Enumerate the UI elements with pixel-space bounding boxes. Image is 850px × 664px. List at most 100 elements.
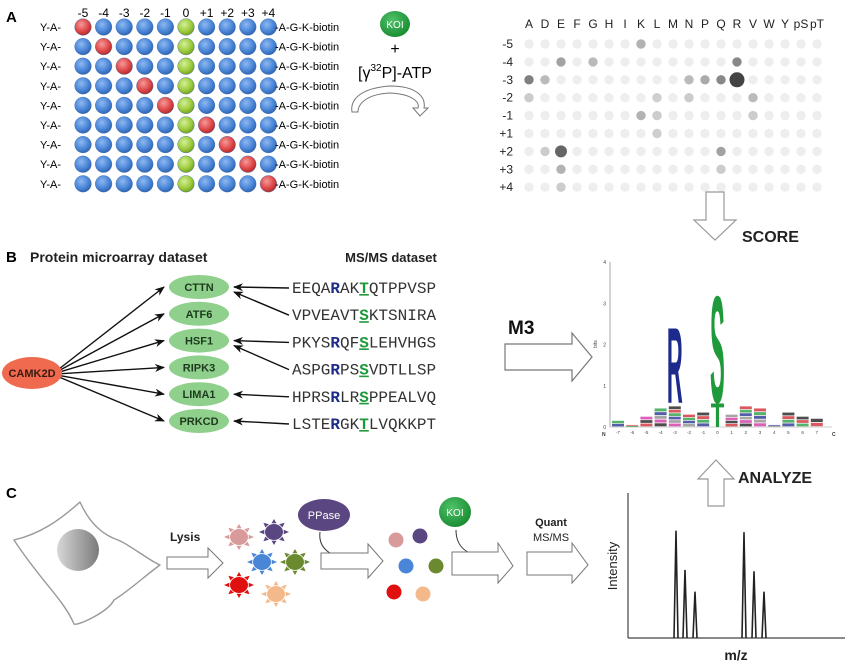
array-spot: [604, 93, 614, 103]
residue-default: [218, 155, 236, 173]
array-spot: [700, 110, 710, 121]
residue-default: [136, 116, 154, 134]
logo-minor-residue: [683, 414, 695, 418]
residue-default: [115, 18, 133, 36]
array-spot: [796, 164, 806, 174]
logo-minor-residue: [810, 422, 823, 427]
array-spot: [540, 57, 550, 67]
logo-y-label: bits: [593, 340, 599, 348]
residue-default: [218, 38, 236, 56]
array-spot: [812, 75, 822, 85]
peptide-suffix: -A-G-K-biotin: [275, 22, 339, 34]
logo-minor-residue: [739, 406, 752, 410]
array-spot: [796, 39, 806, 49]
residue-default: [198, 96, 216, 114]
array-spot: [700, 164, 710, 174]
peptide-prefix: Y-A-: [40, 61, 61, 73]
array-spot: [780, 146, 790, 157]
peptide-row: Y-A--A-G-K-biotin: [40, 136, 339, 154]
residue-default: [115, 116, 133, 134]
peptide-prefix: Y-A-: [40, 22, 61, 34]
array-spot: [764, 57, 774, 67]
logo-minor-residue: [654, 412, 667, 416]
grid-row-label: -1: [502, 109, 513, 123]
logo-y-tick: 3: [603, 301, 606, 307]
array-spot: [700, 182, 710, 192]
residue-default: [198, 136, 216, 154]
residue-central: [177, 38, 195, 56]
sequence-substrate-edge: [233, 291, 290, 316]
grid-column-label: L: [654, 17, 661, 31]
logo-minor-residue: [683, 420, 695, 424]
residue-default: [156, 136, 174, 154]
logo-x-tick: -6: [630, 430, 634, 435]
substrate-node-label: LIMA1: [183, 389, 216, 401]
array-spot: [780, 128, 790, 139]
protein-body: [286, 554, 304, 570]
array-spot: [716, 110, 726, 121]
array-spot: [780, 110, 790, 121]
array-spot: [636, 146, 646, 157]
array-spot: [780, 93, 790, 103]
phosphate-spike: [251, 566, 257, 572]
substrate-node: [169, 382, 229, 407]
ppase-label: PPase: [308, 510, 340, 522]
m3-label: M3: [508, 318, 534, 339]
array-spot: [555, 145, 567, 158]
residue-varied: [239, 155, 257, 173]
array-spot: [668, 57, 678, 67]
array-spot: [540, 128, 550, 139]
array-spot: [636, 39, 646, 49]
phosphate-spike: [244, 589, 250, 595]
array-spot: [748, 75, 758, 85]
logo-minor-residue: [725, 414, 738, 418]
substrate-node-label: PRKCD: [179, 416, 218, 428]
position-label: 0: [183, 6, 190, 20]
array-spot: [524, 128, 534, 139]
sequence-arginine: R: [330, 416, 340, 434]
phosphate-spike: [284, 552, 290, 558]
peptide-row: Y-A--A-G-K-biotin: [40, 77, 339, 95]
array-spot: [732, 164, 742, 174]
array-spot: [796, 146, 806, 157]
array-spot: [620, 93, 630, 103]
grid-column-label: Q: [716, 17, 725, 31]
kinase-node-label: CAMK2D: [8, 368, 55, 380]
residue-central: [177, 175, 195, 193]
kinase-koi-label-c: KOI: [446, 508, 463, 519]
logo-minor-residue: [754, 419, 766, 423]
panel-letter-c: C: [6, 485, 17, 502]
phosphorylated-proteins: [224, 519, 310, 607]
logo-minor-residue: [782, 423, 795, 427]
logo-y-tick: 0: [603, 425, 606, 431]
grid-column-label: V: [749, 17, 757, 31]
logo-minor-residue: [697, 419, 710, 423]
residue-default: [95, 116, 113, 134]
logo-minor-residue: [668, 416, 681, 420]
residue-varied: [115, 57, 133, 75]
array-spot: [764, 39, 774, 49]
peptide-library: Y-A--A-G-K-biotinY-A--A-G-K-biotinY-A--A…: [40, 18, 339, 193]
kinase-koi-label: KOI: [386, 20, 403, 31]
residue-default: [74, 96, 92, 114]
array-spot: [524, 93, 534, 103]
sequence-part: EEQA: [292, 280, 331, 298]
residue-central: [177, 136, 195, 154]
logo-minor-residue: [626, 425, 639, 427]
array-spot: [684, 39, 694, 49]
array-spot: [524, 75, 534, 85]
sequence-phosphosite: S: [359, 334, 369, 352]
analyze-label: ANALYZE: [738, 470, 812, 487]
grid-column-label: pS: [794, 17, 809, 31]
array-spot: [716, 164, 726, 174]
sequence-substrate-edge: [233, 283, 290, 292]
array-spot: [780, 164, 790, 174]
array-spot: [764, 128, 774, 139]
array-spot: [732, 93, 742, 103]
array-spot: [812, 39, 822, 49]
array-spot: [556, 75, 566, 85]
array-spot: [780, 39, 790, 49]
array-spot: [700, 75, 710, 85]
grid-column-label: G: [588, 17, 597, 31]
